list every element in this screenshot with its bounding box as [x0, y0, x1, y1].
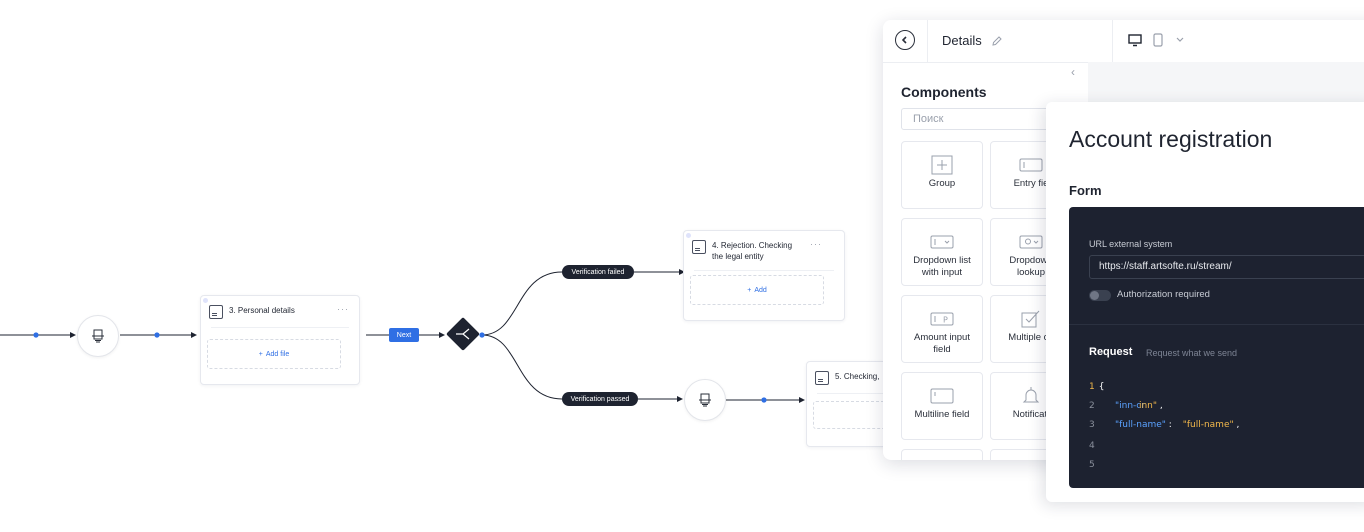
pencil-icon[interactable] — [991, 35, 1003, 47]
document-node[interactable] — [77, 315, 119, 357]
auth-toggle[interactable] — [1089, 290, 1111, 301]
plus-icon: + — [747, 286, 752, 294]
more-icon[interactable]: ··· — [810, 239, 822, 249]
component-label: Notificati — [1012, 409, 1050, 420]
form-icon — [209, 305, 223, 319]
form-icon — [692, 240, 706, 254]
document-icon — [699, 393, 711, 407]
plus-icon: + — [258, 350, 263, 358]
add-label: Add — [754, 286, 767, 294]
divider — [817, 393, 897, 394]
add-button[interactable]: + Add — [690, 275, 824, 305]
decision-node-icon — [446, 317, 480, 351]
component-group[interactable]: Group — [901, 141, 983, 209]
verification-passed-label[interactable]: Verification passed — [562, 392, 638, 406]
add-file-button[interactable]: + Add file — [207, 339, 341, 369]
collapse-icon[interactable]: ‹ — [1071, 65, 1075, 79]
code-line: 1{ — [1089, 382, 1105, 392]
mobile-icon[interactable] — [1152, 33, 1164, 47]
form-title: Account registration — [1069, 126, 1273, 152]
status-dot — [203, 298, 208, 303]
card-title: 5. Checking, — [835, 372, 880, 381]
card-title: 4. Rejection. Checking the legal entity — [712, 241, 793, 261]
code-line-number: 4 — [1089, 441, 1095, 451]
svg-text:P: P — [943, 316, 948, 325]
request-subtitle: Request what we send — [1146, 348, 1238, 358]
component-label: Dropdown list with input — [913, 255, 971, 278]
code-line: 2"inn-crinn" , — [1089, 401, 1163, 411]
code-line-number: 5 — [1089, 460, 1095, 470]
auth-label: Authorization required — [1117, 289, 1210, 300]
card-title: 3. Personal details — [229, 306, 295, 315]
checkbox-icon — [1021, 310, 1040, 328]
request-title: Request — [1089, 346, 1133, 358]
divider — [211, 327, 349, 328]
url-input[interactable]: https://staff.artsofte.ru/stream/ — [1089, 255, 1364, 279]
divider — [694, 270, 834, 271]
form-icon — [815, 371, 829, 385]
component-amount-input[interactable]: P Amount input field — [901, 295, 983, 363]
component-label: Amount input field — [914, 332, 970, 355]
component-label: Group — [928, 178, 956, 189]
builder-topbar: Details — [883, 20, 1364, 63]
next-label[interactable]: Next — [389, 328, 419, 342]
amount-icon: P — [930, 312, 954, 326]
connector-dot — [479, 332, 485, 338]
builder-title: Details — [942, 33, 982, 48]
status-dot — [686, 233, 691, 238]
input-icon — [1019, 158, 1043, 172]
chevron-down-icon[interactable] — [1176, 37, 1184, 43]
multiline-icon — [930, 388, 954, 404]
dropdown-input-icon — [930, 235, 954, 249]
document-node[interactable] — [684, 379, 726, 421]
component-label: Multiple ch — [1008, 332, 1054, 343]
components-title: Components — [901, 84, 987, 100]
connector-dot — [761, 397, 767, 403]
document-icon — [92, 329, 104, 343]
step-card-rejection[interactable]: 4. Rejection. Checking the legal entity … — [683, 230, 845, 321]
step-card-personal-details[interactable]: 3. Personal details ··· + Add file — [200, 295, 360, 385]
integration-settings: URL external system https://staff.artsof… — [1069, 207, 1364, 488]
component-label: Multiline field — [914, 409, 970, 420]
desktop-icon[interactable] — [1128, 33, 1142, 47]
component-label: Entry fie — [1013, 178, 1049, 189]
url-label: URL external system — [1089, 239, 1173, 249]
add-file-label: Add file — [265, 350, 290, 358]
toggle-knob — [1090, 291, 1099, 300]
connector-dot — [154, 332, 160, 338]
bell-icon — [1022, 387, 1040, 403]
component-tile[interactable] — [901, 449, 983, 460]
component-label: Dropdown lookup — [1009, 255, 1053, 278]
verification-failed-label[interactable]: Verification failed — [562, 265, 634, 279]
form-panel: Account registration Form URL external s… — [1046, 102, 1364, 502]
component-dropdown-input[interactable]: Dropdown list with input — [901, 218, 983, 286]
plus-box-icon — [931, 155, 953, 175]
connector-dot — [33, 332, 39, 338]
code-line: 3"full-name" : "full-name" , — [1089, 420, 1240, 430]
more-icon[interactable]: ··· — [337, 304, 349, 314]
divider — [1069, 324, 1364, 325]
form-section-title: Form — [1069, 183, 1102, 198]
dropdown-lookup-icon — [1019, 235, 1043, 249]
back-icon[interactable] — [895, 30, 915, 50]
component-multiline[interactable]: Multiline field — [901, 372, 983, 440]
